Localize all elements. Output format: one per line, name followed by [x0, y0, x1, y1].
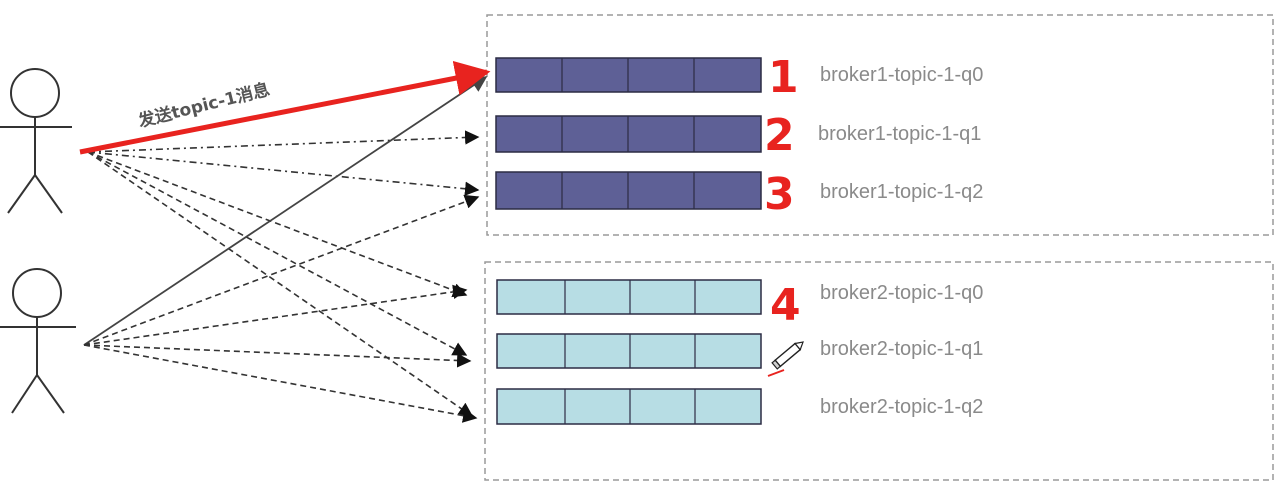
broker2-queue-1	[496, 333, 762, 369]
route-p2-b1q2	[83, 194, 480, 346]
queue-label-broker1-q2: broker1-topic-1-q2	[820, 181, 983, 203]
annotation-stroke	[767, 369, 785, 377]
broker2-queue-2	[496, 388, 762, 425]
queue-label-broker1-q0: broker1-topic-1-q0	[820, 64, 983, 86]
send-arrow-highlight	[79, 60, 491, 155]
annotation-3: 3	[764, 169, 795, 220]
producer-1-routes	[87, 130, 480, 417]
route-p1-b2q0	[87, 151, 468, 298]
route-p1-b1q2	[87, 151, 480, 196]
route-p2-b2q0	[83, 284, 468, 346]
queue-label-broker1-q1: broker1-topic-1-q1	[818, 123, 981, 145]
broker1-queue-2	[495, 171, 762, 210]
broker2-group-box	[484, 261, 1274, 481]
send-label: 发送topic-1消息	[135, 79, 272, 132]
route-p2-b2q2	[83, 344, 478, 423]
producer-2-routes	[83, 76, 488, 423]
broker1-queue-1	[495, 115, 762, 153]
producer-2-icon	[0, 268, 76, 414]
route-p1-b1q1	[87, 130, 480, 153]
pencil-cursor-icon	[771, 341, 804, 370]
route-p1-b2q2	[87, 151, 474, 417]
queue-label-broker2-q2: broker2-topic-1-q2	[820, 396, 983, 418]
annotation-2: 2	[764, 110, 795, 161]
annotation-4: 4	[770, 280, 801, 331]
annotation-1: 1	[768, 52, 799, 103]
broker1-queue-0	[495, 57, 762, 93]
queue-label-broker2-q1: broker2-topic-1-q1	[820, 338, 983, 360]
broker2-queue-0	[496, 279, 762, 315]
producer-1-icon	[0, 68, 72, 214]
route-p2-b2q1	[83, 344, 472, 368]
route-p1-b2q1	[87, 151, 468, 356]
route-p2-b1q0	[83, 76, 488, 346]
queue-label-broker2-q0: broker2-topic-1-q0	[820, 282, 983, 304]
broker1-group-box	[486, 14, 1274, 236]
